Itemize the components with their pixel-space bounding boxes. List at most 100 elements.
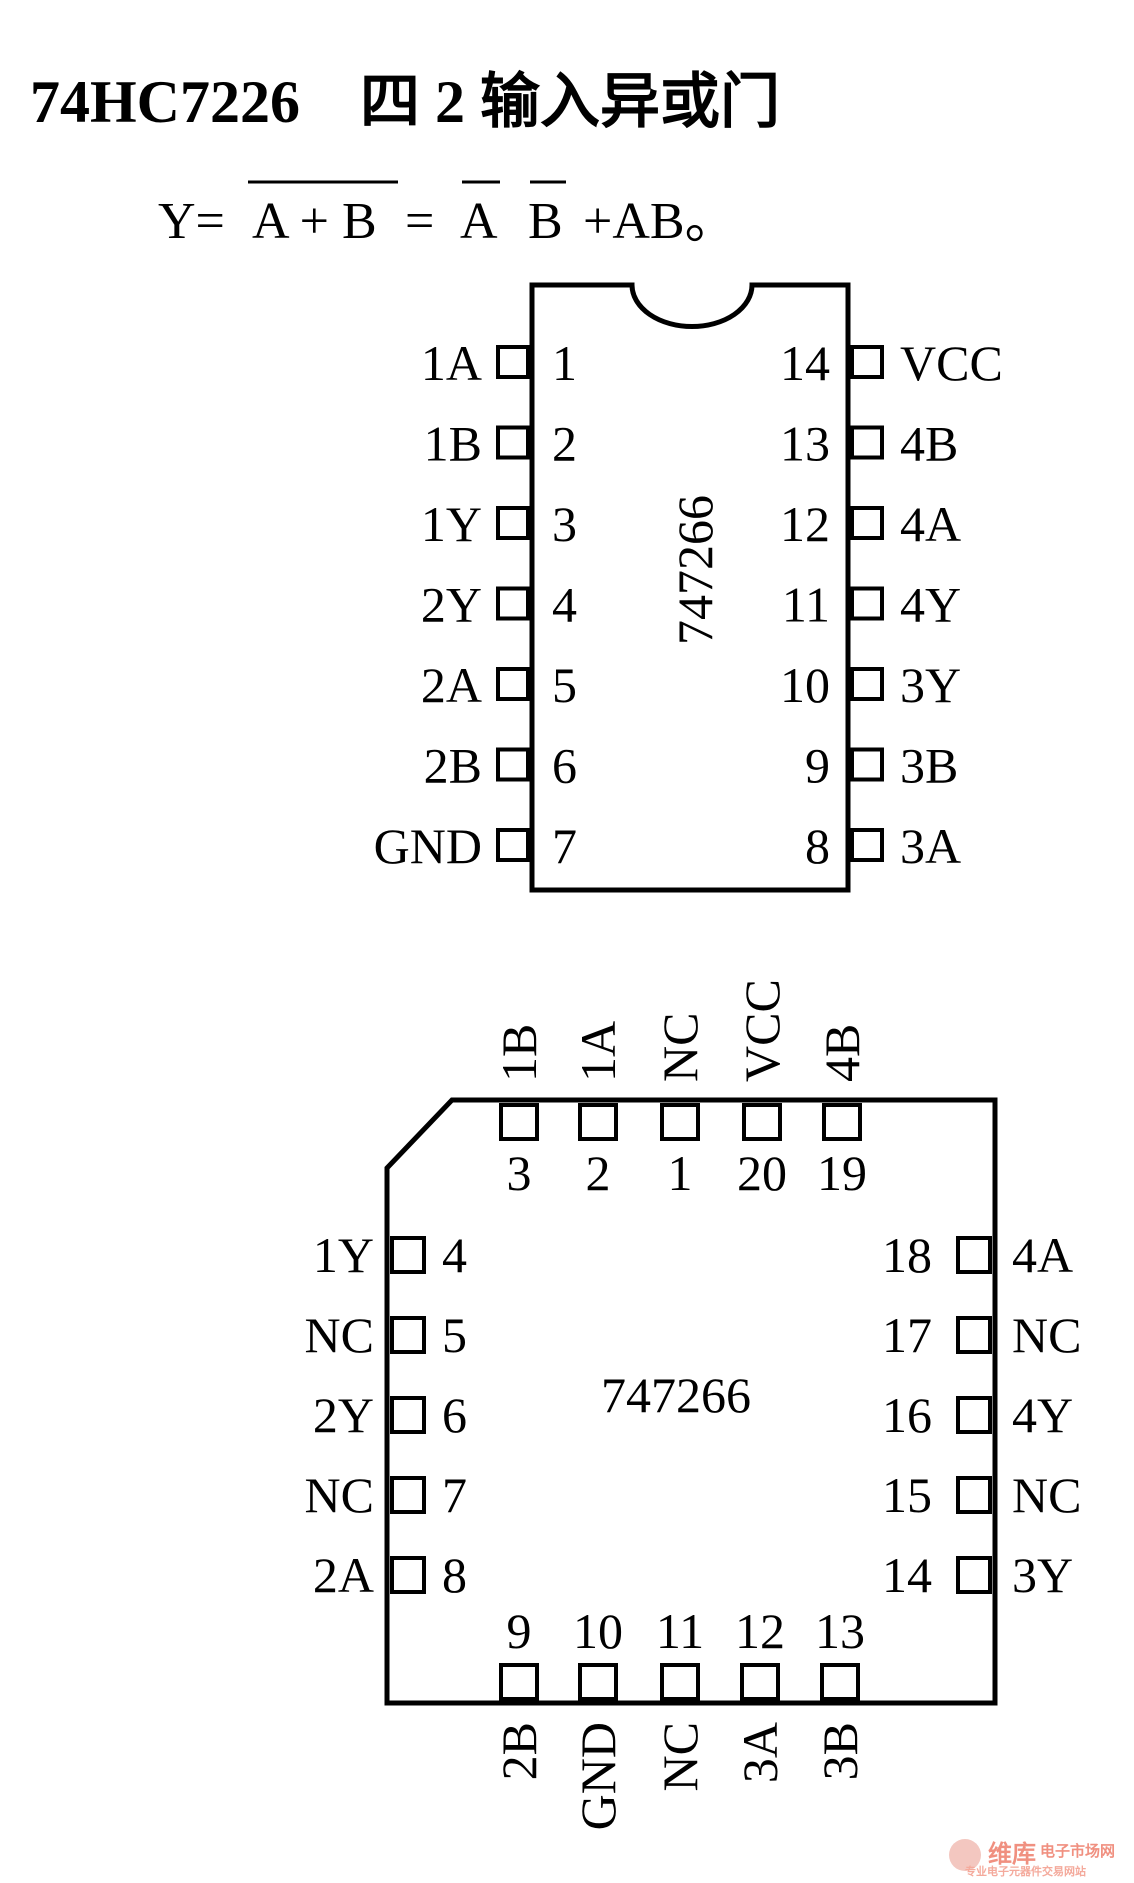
pin-name: 4A [900, 496, 961, 552]
pin-number: 14 [882, 1547, 932, 1603]
watermark-logo: 维库 电子市场网 专业电子元器件交易网站 [949, 1839, 1115, 1878]
plcc-pin-top: NC1 [652, 1013, 708, 1201]
dip-chip-label: 747266 [667, 495, 723, 645]
pin-pad [496, 506, 530, 540]
pin-name: 2B [491, 1722, 547, 1780]
dip-pin-left: 1A 1 [421, 335, 577, 391]
pin-number: 12 [735, 1603, 785, 1659]
pin-pad [820, 1663, 860, 1701]
pin-pad [578, 1103, 618, 1141]
plcc-pin-bottom: 92B [491, 1603, 547, 1780]
pin-pad [499, 1663, 539, 1701]
pin-number: 6 [552, 738, 577, 794]
pin-name: 4B [814, 1024, 870, 1082]
plcc-pin-right: 4Y 16 [882, 1387, 1073, 1443]
pin-name: 2A [313, 1547, 374, 1603]
plcc-pin-left: 2A 8 [313, 1547, 467, 1603]
pin-number: 5 [552, 657, 577, 713]
pin-pad [850, 828, 884, 862]
watermark-tagline: 电子市场网 [1040, 1842, 1115, 1860]
pin-number: 15 [882, 1467, 932, 1523]
pin-number: 2 [586, 1145, 611, 1201]
pin-pad [660, 1663, 700, 1701]
pin-pad [850, 586, 884, 621]
pin-name: 1A [421, 335, 482, 391]
pin-number: 10 [780, 657, 830, 713]
pin-name: NC [1012, 1307, 1081, 1363]
pin-pad [956, 1236, 992, 1274]
pin-pad [390, 1236, 426, 1274]
plcc-pin-top: 1A2 [570, 1021, 626, 1201]
plcc-pin-right: 3Y 14 [882, 1547, 1073, 1603]
pin-name: 4Y [1012, 1387, 1073, 1443]
pin-name: 3A [900, 818, 961, 874]
pin-number: 19 [817, 1145, 867, 1201]
plcc-pin-right: 4A 18 [882, 1227, 1073, 1283]
pin-name: 4Y [900, 577, 961, 633]
pin-pad [742, 1103, 782, 1141]
formula-nor-term: A + B [252, 193, 377, 250]
pin-number: 1 [668, 1145, 693, 1201]
pin-pad [850, 425, 884, 460]
pin-name: 3Y [1012, 1547, 1073, 1603]
pin-name: 3B [900, 738, 958, 794]
pin-pad [390, 1396, 426, 1434]
pin-number: 1 [552, 335, 577, 391]
pin-number: 5 [442, 1307, 467, 1363]
pin-name: NC [652, 1722, 708, 1791]
pin-number: 3 [552, 496, 577, 552]
formula-suffix: +AB。 [583, 193, 737, 250]
dip-pin-left: GND 7 [374, 818, 577, 874]
pin-name: NC [1012, 1467, 1081, 1523]
formula-a-bar: A [460, 193, 498, 250]
formula-equals: = [405, 193, 434, 250]
pin-pad [496, 828, 530, 862]
pin-number: 8 [442, 1547, 467, 1603]
plcc-pin-top: 4B 19 [814, 1024, 870, 1201]
pin-name: 3A [732, 1722, 788, 1783]
pin-name: 1Y [313, 1227, 374, 1283]
watermark-emblem [949, 1839, 981, 1871]
plcc-pin-left: 1Y 4 [313, 1227, 467, 1283]
pin-pad [850, 667, 884, 701]
pin-pad [956, 1556, 992, 1594]
pin-number: 10 [573, 1603, 623, 1659]
pin-number: 13 [815, 1603, 865, 1659]
pin-name: 1B [491, 1024, 547, 1082]
pin-name: 4A [1012, 1227, 1073, 1283]
pin-number: 11 [656, 1603, 704, 1659]
plcc-chip-label: 747266 [601, 1367, 751, 1423]
watermark-brand: 维库 [988, 1840, 1036, 1868]
pin-number: 4 [552, 577, 577, 633]
plcc-pin-top: 1B3 [491, 1024, 547, 1201]
pin-number: 13 [780, 416, 830, 472]
pin-number: 7 [442, 1467, 467, 1523]
pin-pad [496, 747, 530, 782]
pin-number: 18 [882, 1227, 932, 1283]
pin-number: 16 [882, 1387, 932, 1443]
pin-number: 11 [782, 577, 830, 633]
pin-number: 12 [780, 496, 830, 552]
pin-number: 20 [737, 1145, 787, 1201]
pin-number: 4 [442, 1227, 467, 1283]
pin-name: NC [305, 1307, 374, 1363]
pin-name: 3B [812, 1722, 868, 1780]
pin-pad [496, 586, 530, 621]
pin-name: GND [374, 818, 482, 874]
pin-number: 7 [552, 818, 577, 874]
pin-pad [578, 1663, 618, 1701]
pin-pad [660, 1103, 700, 1141]
pin-number: 6 [442, 1387, 467, 1443]
pin-pad [850, 345, 884, 379]
